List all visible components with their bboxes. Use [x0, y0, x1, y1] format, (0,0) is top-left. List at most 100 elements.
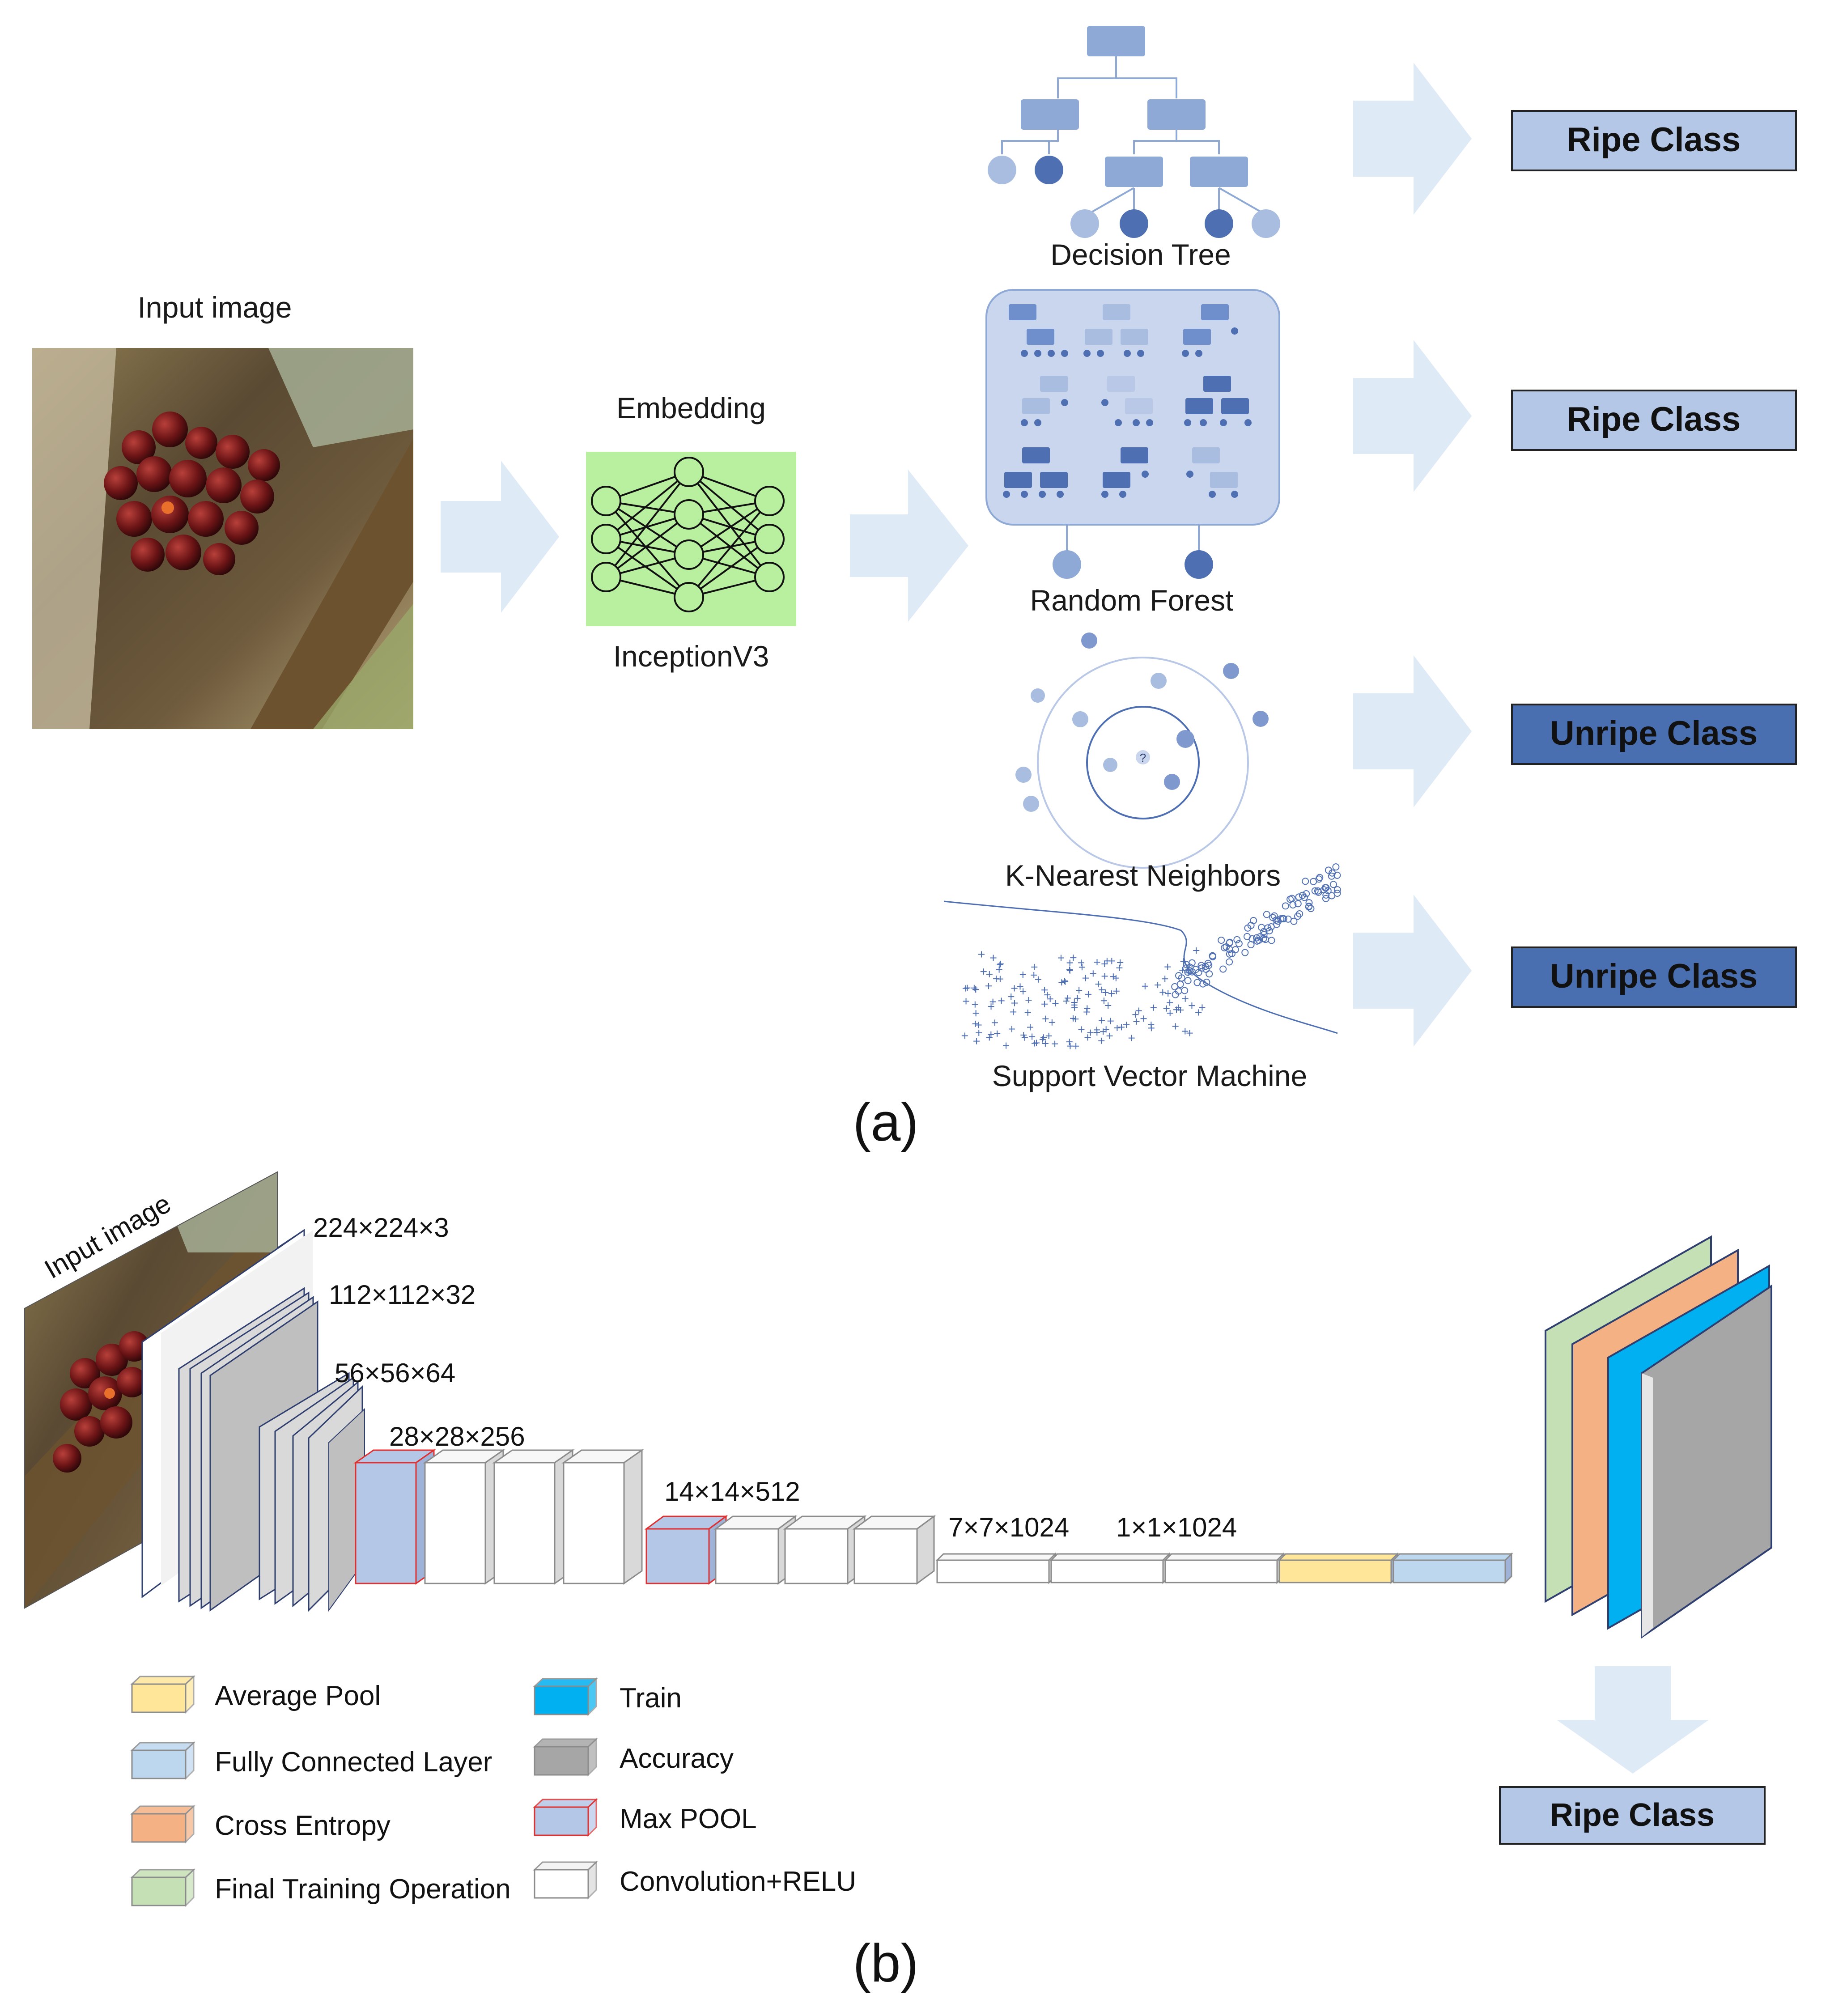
dimension-label: 7×7×1024: [948, 1512, 1069, 1542]
svm-plus-point: [1133, 1018, 1140, 1025]
svm-plus-point: [1102, 989, 1109, 996]
svm-plus-point: [972, 1010, 979, 1017]
svm-plus-point: [1186, 1030, 1193, 1036]
svm-circle-point: [1280, 915, 1287, 922]
max-pool-cube: [644, 1515, 728, 1585]
legend-item: Fully Connected Layer: [130, 1741, 492, 1780]
svm-plus-point: [1039, 1036, 1046, 1043]
legend-item: Accuracy: [533, 1737, 734, 1777]
svm-plus-point: [1195, 1009, 1202, 1016]
result-box-ripe: Ripe Class: [1511, 110, 1797, 171]
svm-plus-point: [975, 1022, 982, 1028]
svm-circle-point: [1302, 878, 1309, 885]
svm-plus-point: [1101, 973, 1108, 980]
legend-label: Convolution+RELU: [620, 1866, 856, 1897]
conv-relu-cube: [561, 1449, 644, 1585]
svm-circle-point: [1300, 894, 1308, 901]
conv-relu-cube: [783, 1515, 867, 1585]
output-box-ripe: Ripe Class: [1499, 1786, 1766, 1845]
conv-relu-cube: [492, 1449, 575, 1585]
svm-plus-point: [1114, 1024, 1121, 1031]
dimension-label: 14×14×512: [664, 1477, 800, 1507]
legend-swatch: [533, 1860, 598, 1900]
svm-plus-point: [997, 960, 1004, 967]
output-plates: [1545, 1235, 1772, 1639]
average-pool-bar: [1278, 1552, 1399, 1584]
svm-circle-point: [1202, 965, 1210, 973]
svm-circle-point: [1284, 915, 1292, 923]
svm-plus-point: [1084, 1005, 1091, 1012]
svm-circle-point: [1303, 890, 1310, 898]
legend-item: Final Training Operation: [130, 1868, 511, 1907]
model-label: InceptionV3: [613, 640, 769, 673]
svm-plus-point: [1167, 1010, 1173, 1016]
svm-circle-point: [1268, 937, 1275, 944]
svm-plus-point: [1070, 955, 1077, 961]
svm-plus-point: [1175, 1004, 1182, 1011]
panel-b: Input image 224×224×3 112×112×32 56×56×6…: [24, 1171, 1772, 1993]
svm-plus-point: [1078, 959, 1085, 966]
svm-circle-point: [1247, 921, 1255, 929]
svm-plus-point: [994, 1030, 1001, 1037]
svm-plus-point: [986, 1034, 993, 1041]
svm-plus-point: [971, 985, 977, 991]
svm-plus-point: [1193, 947, 1200, 954]
svm-plus-point: [1140, 1015, 1147, 1022]
svm-plus-point: [1019, 972, 1026, 978]
neural-network-icon: [586, 452, 796, 626]
svm-plus-point: [1071, 1002, 1078, 1008]
svm-plus-point: [990, 955, 997, 961]
svm-plus-point: [1117, 959, 1124, 966]
svm-circle-point: [1182, 964, 1190, 972]
legend-item: Max POOL: [533, 1798, 757, 1837]
svm-plus-point: [972, 1001, 978, 1008]
legend-swatch: [130, 1675, 195, 1714]
input-image-label: Input image: [138, 291, 292, 324]
svm-plus-point: [1095, 981, 1102, 988]
classifier-name: Random Forest: [1030, 584, 1234, 617]
svm-plus-point: [1011, 1000, 1018, 1006]
svg-text:Ripe Class: Ripe Class: [1567, 121, 1741, 159]
layer-cubes-14: [644, 1515, 936, 1585]
svm-plus-point: [1099, 986, 1105, 993]
legend-item: Cross Entropy: [130, 1804, 391, 1844]
svm-plus-point: [1031, 963, 1038, 970]
svm-circle-point: [1260, 928, 1268, 935]
svm-plus-point: [1021, 1034, 1028, 1041]
svm-circle-point: [1247, 941, 1255, 948]
svm-circle-point: [1243, 933, 1251, 940]
svm-circle-point: [1332, 863, 1340, 871]
svm-plus-point: [1167, 999, 1173, 1006]
svm-plus-point: [998, 997, 1005, 1004]
svm-circle-point: [1328, 872, 1335, 880]
legend-swatch: [130, 1741, 195, 1780]
conv-relu-cube: [713, 1515, 798, 1585]
svm-plus-point: [1113, 988, 1120, 994]
svm-circle-point: [1233, 936, 1241, 943]
flow-arrow: [850, 470, 968, 622]
svm-circle-point: [1329, 881, 1337, 888]
legend-label: Accuracy: [620, 1743, 734, 1774]
svm-plus-point: [985, 983, 992, 989]
svm-plus-point: [1020, 1032, 1027, 1039]
svm-plus-point: [1045, 1032, 1052, 1039]
svm-circle-point: [1295, 893, 1303, 901]
flow-arrow: [441, 461, 559, 613]
panel-caption: (a): [853, 1092, 919, 1152]
random-forest-icon: [985, 289, 1280, 579]
svm-plus-point: [1116, 964, 1123, 971]
svm-circle-point: [1270, 912, 1278, 920]
svm-plus-point: [1135, 1007, 1142, 1014]
svm-circle-point: [1250, 917, 1257, 924]
svm-plus-point: [1017, 983, 1023, 990]
svm-circle-point: [1202, 963, 1209, 970]
result-box-unripe: Unripe Class: [1511, 704, 1797, 765]
embedding-label: Embedding: [616, 391, 766, 424]
svm-plus-point: [1066, 1039, 1073, 1045]
svm-plus-point: [1052, 1000, 1059, 1006]
svm-plus-point: [1082, 975, 1089, 981]
decision-tree-icon: [988, 26, 1280, 238]
svm-plus-point: [1066, 966, 1073, 973]
svm-plus-point: [964, 985, 971, 991]
